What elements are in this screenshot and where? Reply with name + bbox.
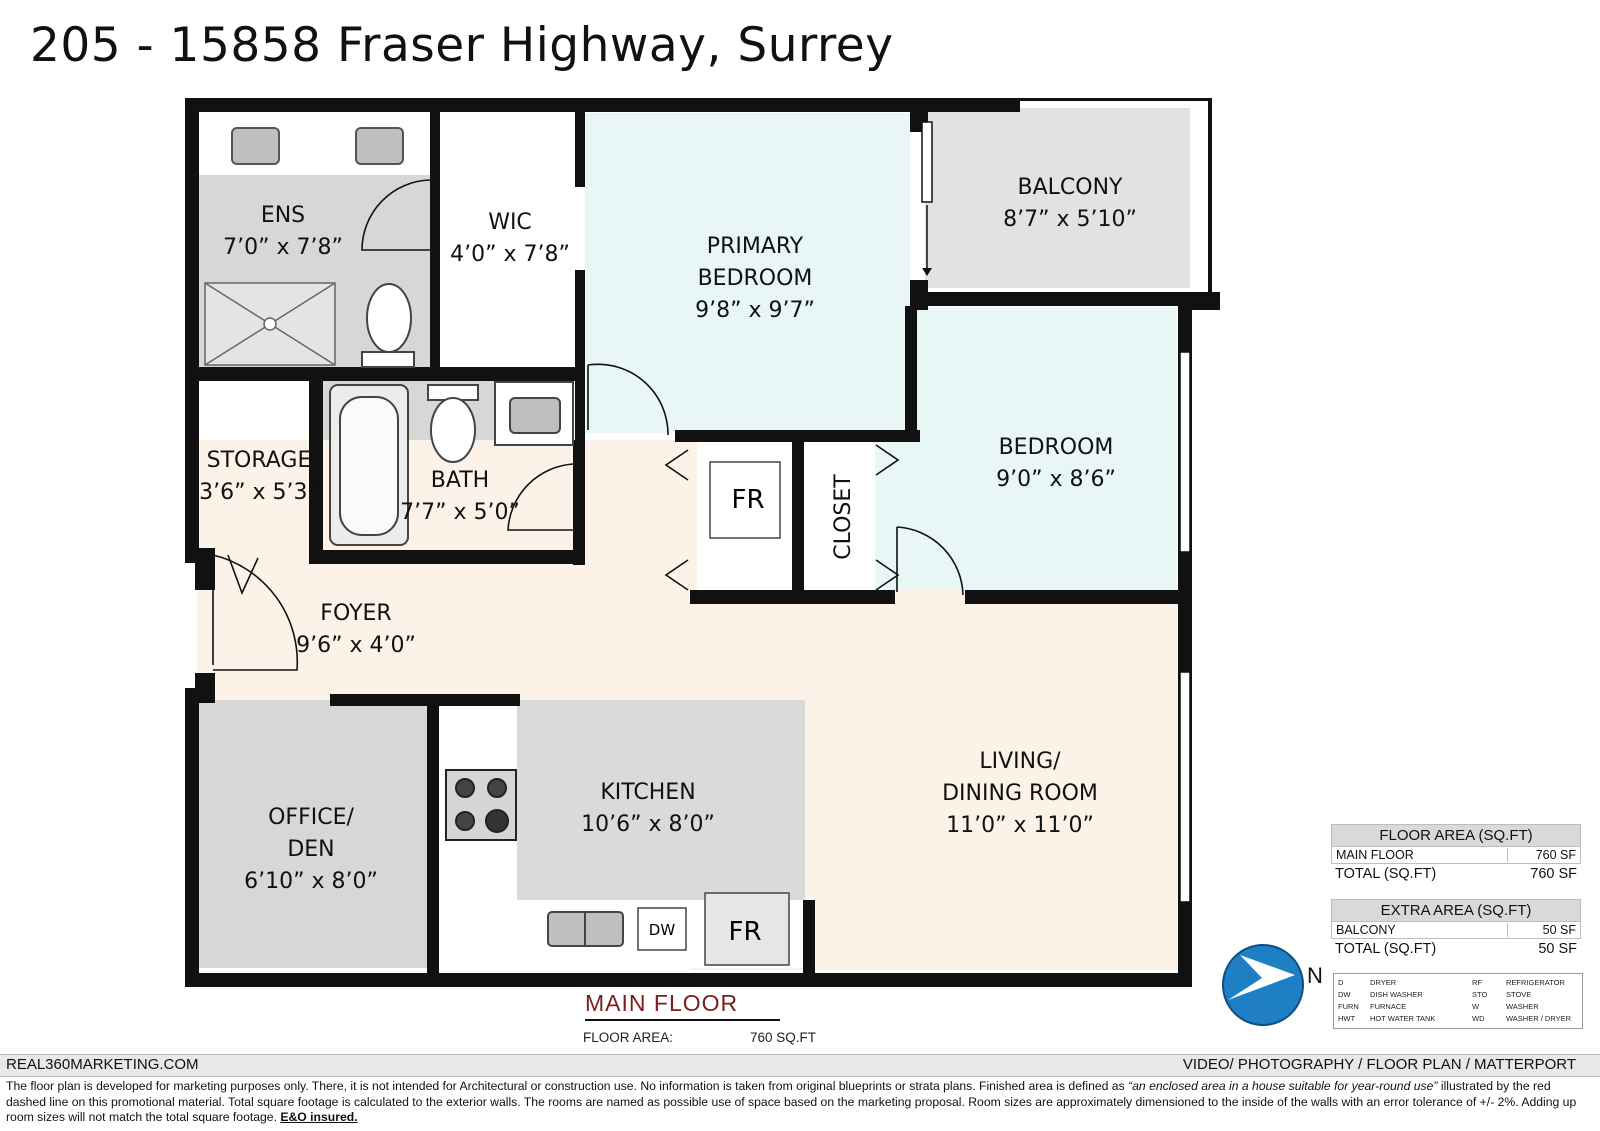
primary-bedroom-label-2: BEDROOM	[698, 266, 813, 291]
bedroom-floor	[872, 307, 1177, 592]
bedroom-dim: 9’0” x 8’6”	[996, 467, 1116, 492]
legend-code: RF	[1472, 978, 1482, 987]
north-label: N	[1307, 963, 1323, 988]
kitchen-sink	[547, 911, 624, 947]
abbreviation-legend: D DRYER DW DISH WASHER FURN FURNACE HWT …	[1333, 973, 1583, 1029]
bath-sink	[494, 381, 574, 446]
office-dim: 6’10” x 8’0”	[244, 869, 378, 894]
legend-text: REFRIGERATOR	[1506, 978, 1565, 987]
living-dim: 11’0” x 11’0”	[946, 813, 1094, 838]
floor-plan: ENS 7’0” x 7’8” WIC 4’0” x 7’8” PRIMARY …	[185, 98, 1304, 1026]
main-floor-area-label: FLOOR AREA:	[583, 1030, 674, 1045]
extra-area-table: EXTRA AREA (SQ.FT) BALCONY 50 SF TOTAL (…	[1331, 899, 1581, 959]
bath-dim: 7’7” x 5’0”	[400, 500, 520, 525]
ens-dim: 7’0” x 7’8”	[223, 235, 343, 260]
compass-icon	[1222, 944, 1304, 1026]
extra-area-header: EXTRA AREA (SQ.FT)	[1331, 899, 1581, 922]
foyer-floor	[197, 440, 697, 702]
fridge-upper-label: FR	[731, 485, 764, 515]
legend-text: FURNACE	[1370, 1002, 1407, 1011]
main-floor-label: MAIN FLOOR	[585, 990, 780, 1021]
kitchen-dim: 10’6” x 8’0”	[581, 812, 715, 837]
floor-area-total-value: 760 SF	[1530, 866, 1577, 882]
windows	[1179, 351, 1191, 903]
dishwasher-label: DW	[649, 921, 676, 939]
floor-area-total-label: TOTAL (SQ.FT)	[1335, 866, 1437, 882]
balcony-dim: 8’7” x 5’10”	[1003, 207, 1137, 232]
legend-text: HOT WATER TANK	[1370, 1014, 1436, 1023]
disclaimer-part1: The floor plan is developed for marketin…	[6, 1079, 1129, 1093]
legend-code: HWT	[1338, 1014, 1356, 1023]
extra-area-row-label: BALCONY	[1336, 923, 1396, 937]
bath-label: BATH	[431, 468, 489, 493]
bathtub	[329, 384, 409, 546]
fridge-upper	[709, 461, 781, 539]
main-floor-area-value: 760 SQ.FT	[750, 1030, 817, 1045]
table-row: MAIN FLOOR 760 SF	[1331, 847, 1581, 864]
stove	[445, 769, 517, 841]
ens-label: ENS	[261, 203, 305, 228]
footer-services: VIDEO/ PHOTOGRAPHY / FLOOR PLAN / MATTER…	[1182, 1056, 1576, 1073]
living-label-2: DINING ROOM	[942, 781, 1098, 806]
extra-area-total-label: TOTAL (SQ.FT)	[1335, 941, 1437, 957]
disclaimer: The floor plan is developed for marketin…	[6, 1079, 1591, 1126]
legend-code: WD	[1472, 1014, 1485, 1023]
page-title: 205 - 15858 Fraser Highway, Surrey	[30, 18, 894, 73]
floor-area-header: FLOOR AREA (SQ.FT)	[1331, 824, 1581, 847]
kitchen-counter-area	[517, 700, 805, 900]
extra-area-total-value: 50 SF	[1538, 941, 1577, 957]
legend-text: DISH WASHER	[1370, 990, 1423, 999]
door-swings	[212, 179, 964, 671]
balcony-sliding-door	[921, 121, 933, 203]
floor-area-table: FLOOR AREA (SQ.FT) MAIN FLOOR 760 SF TOT…	[1331, 824, 1581, 884]
table-row: BALCONY 50 SF	[1331, 922, 1581, 939]
balcony-label: BALCONY	[1018, 175, 1124, 200]
legend-code: DW	[1338, 990, 1351, 999]
floor-area-row-value: 760 SF	[1507, 848, 1576, 862]
storage-label: STORAGE	[207, 448, 312, 473]
footer-bar: REAL360MARKETING.COM VIDEO/ PHOTOGRAPHY …	[0, 1054, 1600, 1077]
extra-area-total: TOTAL (SQ.FT) 50 SF	[1331, 939, 1581, 959]
primary-bedroom-dim: 9’8” x 9’7”	[695, 298, 815, 323]
bath-toilet	[427, 384, 479, 463]
bedroom-label: BEDROOM	[999, 435, 1114, 460]
primary-bedroom-label-1: PRIMARY	[707, 234, 804, 259]
foyer-dim: 9’6” x 4’0”	[296, 633, 416, 658]
ens-shower	[204, 282, 336, 366]
balcony-floor	[925, 108, 1190, 288]
legend-code: D	[1338, 978, 1344, 987]
foyer-label: FOYER	[320, 601, 391, 626]
legend-text: WASHER	[1506, 1002, 1539, 1011]
extra-area-row-value: 50 SF	[1507, 923, 1576, 937]
floor-area-row-label: MAIN FLOOR	[1336, 848, 1414, 862]
legend-code: W	[1472, 1002, 1480, 1011]
wic-label: WIC	[488, 210, 532, 235]
primary-bedroom-floor	[585, 113, 910, 433]
disclaimer-part2: illustrated by the red dashed line on th…	[6, 1079, 1577, 1124]
legend-code: FURN	[1338, 1002, 1359, 1011]
wic-dim: 4’0” x 7’8”	[450, 242, 570, 267]
legend-text: DRYER	[1370, 978, 1397, 987]
disclaimer-eo: E&O insured.	[280, 1110, 358, 1124]
ens-sinks	[231, 127, 404, 165]
floor-area-total: TOTAL (SQ.FT) 760 SF	[1331, 864, 1581, 884]
footer-website-link[interactable]: REAL360MARKETING.COM	[6, 1056, 199, 1073]
legend-text: STOVE	[1506, 990, 1532, 999]
kitchen-label: KITCHEN	[600, 780, 695, 805]
closet-label: CLOSET	[831, 474, 856, 560]
closet-floor	[805, 443, 875, 593]
legend-text: WASHER / DRYER	[1506, 1014, 1572, 1023]
fridge-kitchen	[704, 892, 790, 966]
ens-toilet	[361, 283, 415, 368]
legend-code: STO	[1472, 990, 1488, 999]
office-floor	[197, 700, 427, 968]
living-label-1: LIVING/	[979, 749, 1061, 774]
wic-floor	[440, 113, 575, 368]
storage-dim: 3’6” x 5’3”	[199, 480, 319, 505]
office-label-1: OFFICE/	[268, 805, 354, 830]
fridge-kitchen-label: FR	[728, 917, 761, 947]
office-label-2: DEN	[287, 837, 334, 862]
dishwasher	[637, 907, 687, 951]
disclaimer-quote: “an enclosed area in a house suitable fo…	[1128, 1079, 1438, 1093]
